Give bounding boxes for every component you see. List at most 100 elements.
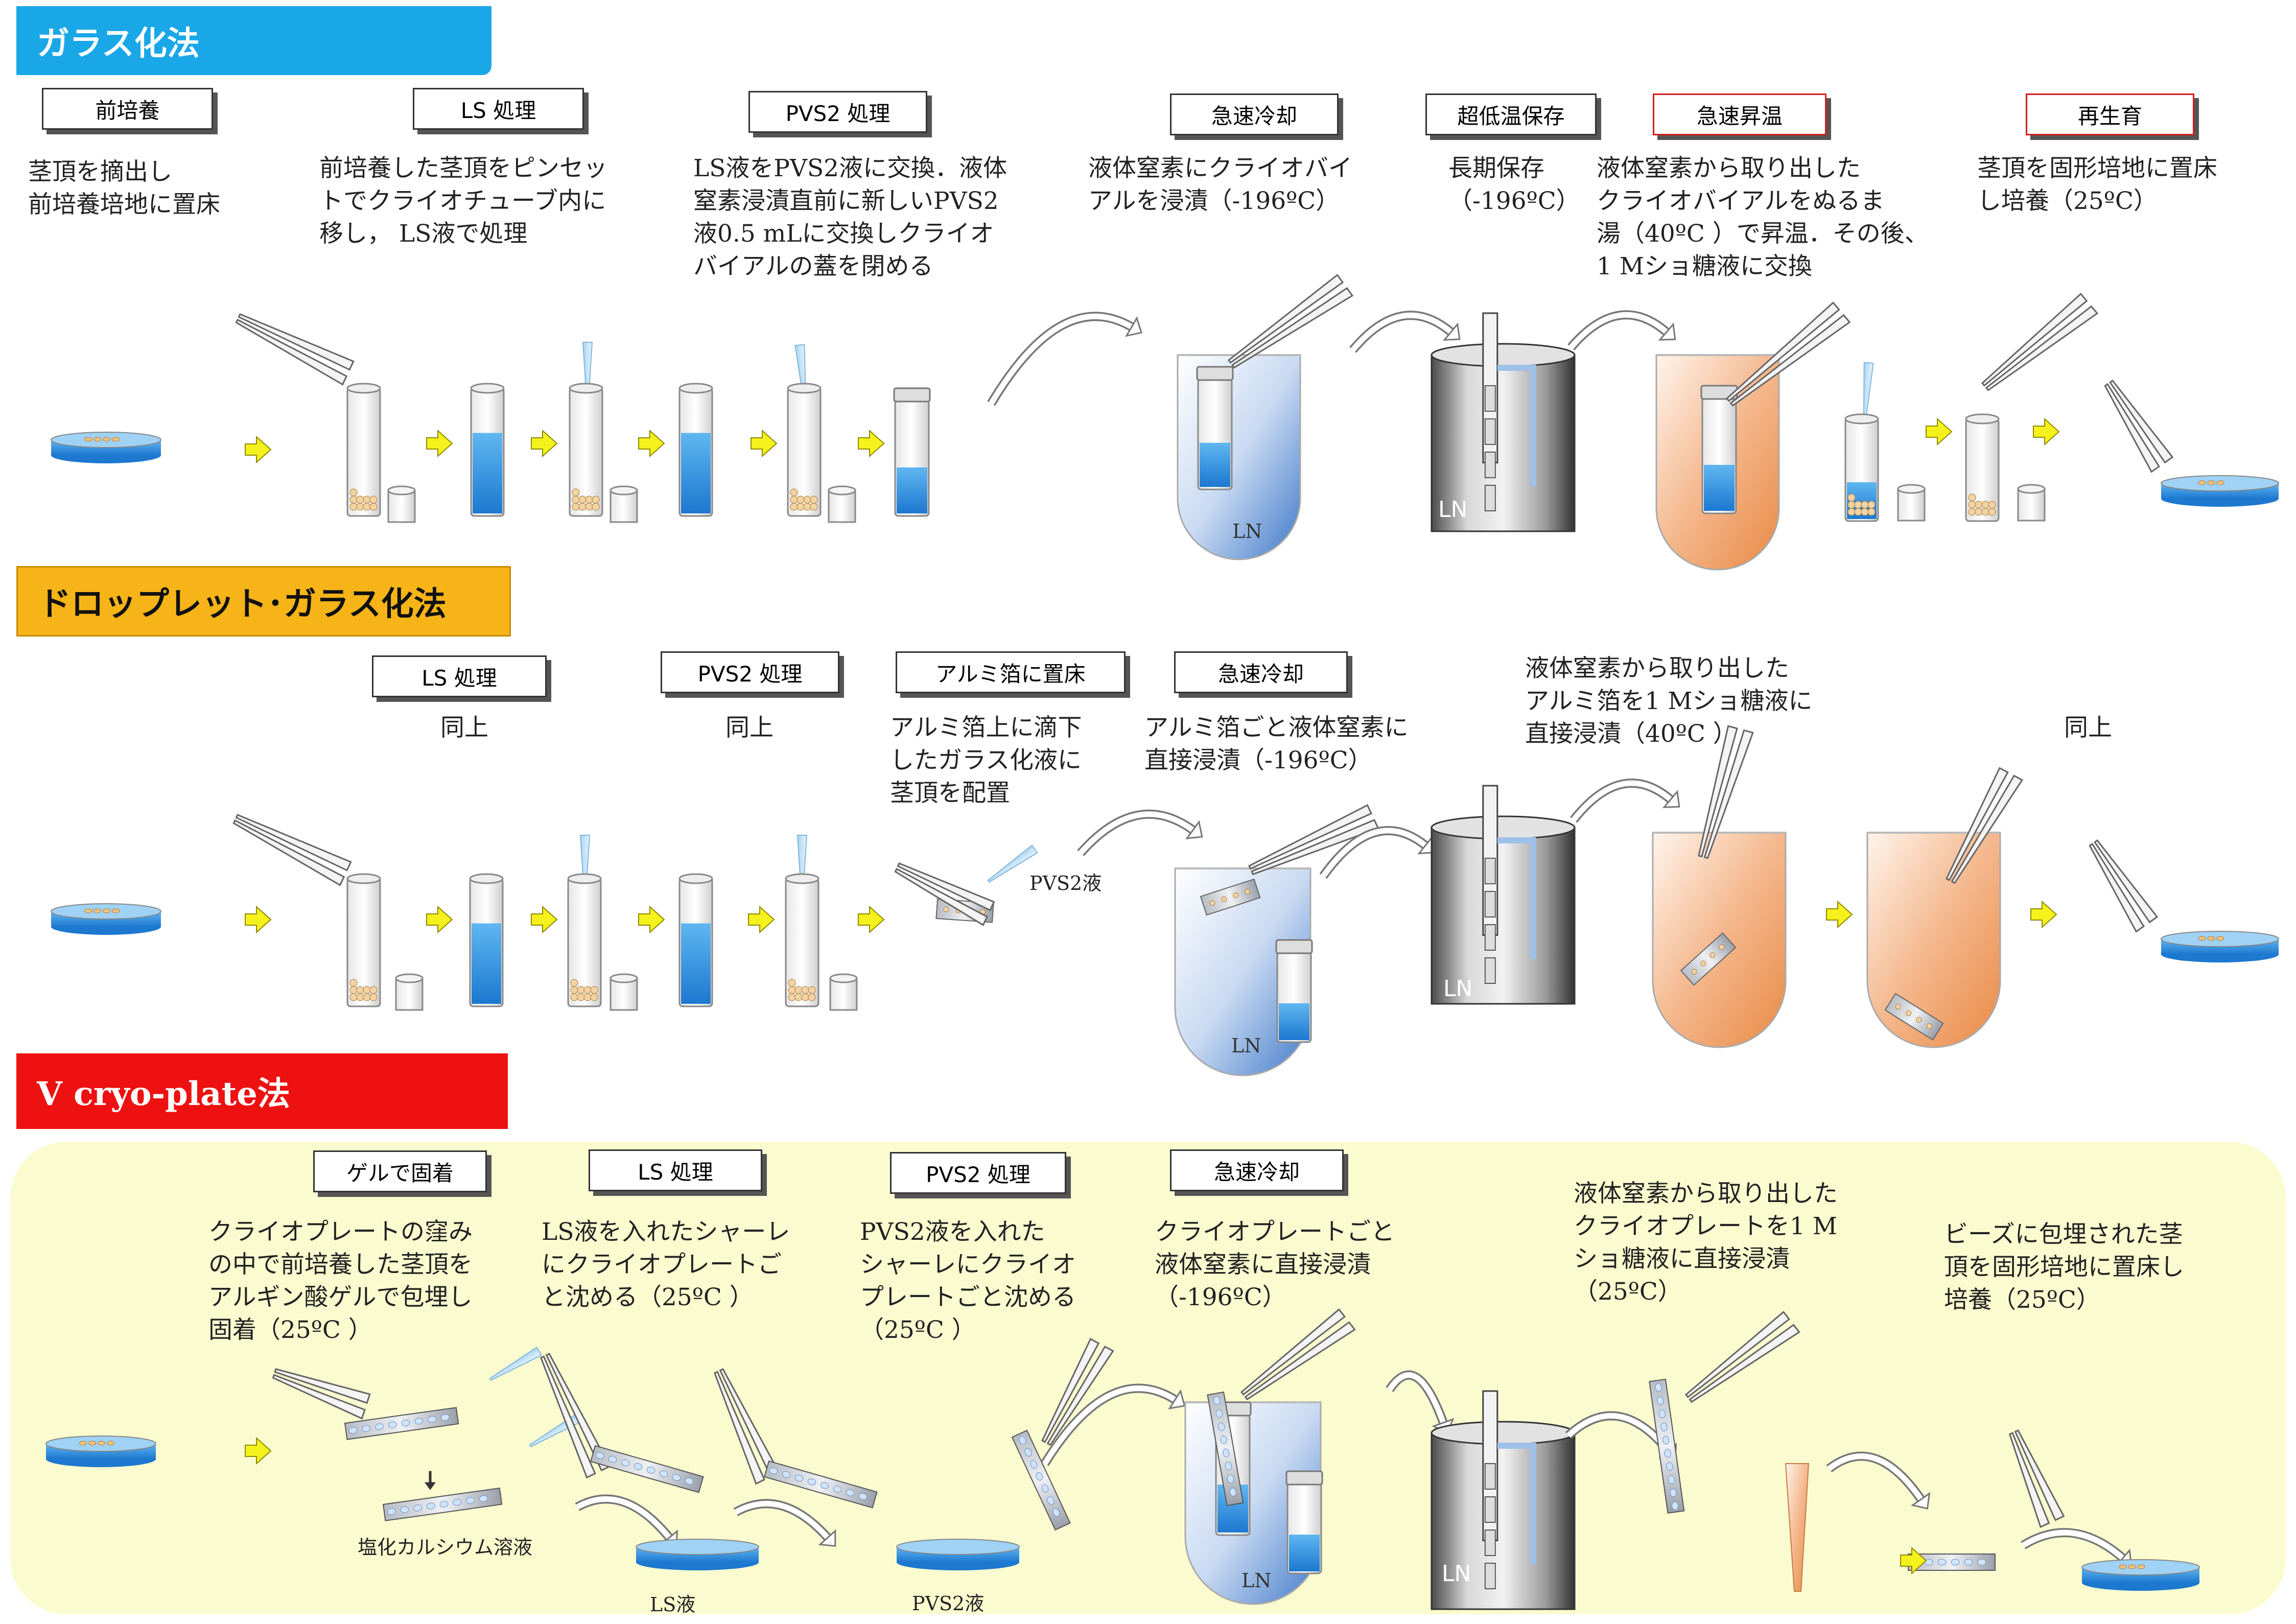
label-text: 前培養 [95, 98, 160, 123]
cryo-plate-icon [382, 1487, 503, 1521]
pipette-icon [489, 1346, 543, 1381]
shoot-tip [801, 986, 809, 994]
arrow-shape [2030, 900, 2057, 929]
arrow-head [1662, 790, 1680, 808]
desc-droplet-cooling: アルミ箔ごと液体窒素に 直接浸漬（-196ºC） [1144, 714, 1409, 774]
cryo-tube-icon [470, 383, 505, 517]
tank-label-vitrification: LN [1438, 497, 1468, 523]
desc-vcryo-pvs2: PVS2液を入れた シャーレにクライオ プレートごと沈める （25ºC ） [860, 1218, 1076, 1344]
arrow-body [1042, 1385, 1177, 1465]
tweezers-icon [1041, 1337, 1114, 1446]
arrow-shape [426, 429, 453, 458]
label-droplet-ls: LS 処理 [372, 655, 547, 697]
tube-cap-icon [395, 973, 424, 1011]
shoot-tip [583, 986, 592, 994]
cap-body [395, 977, 424, 1011]
plate-body [1649, 1378, 1685, 1514]
curved-arrow-icon [1319, 826, 1435, 879]
plate-well [646, 1467, 655, 1474]
tweezers-icon [1227, 274, 1354, 369]
cryo-vial-icon [1285, 1470, 1323, 1574]
shoot-tip [349, 488, 358, 497]
label-rapid-warming: 急速昇温 [1653, 93, 1826, 135]
arrow-shape [2033, 417, 2060, 446]
plate-well [414, 1418, 424, 1425]
plate-well [440, 1414, 450, 1421]
shoot-tip [1719, 944, 1725, 950]
tube-mouth [569, 383, 603, 394]
cryo-plate-icon [1011, 1429, 1071, 1531]
arrow-head [1910, 1492, 1931, 1510]
shoot-tip [578, 496, 587, 504]
tank-top [1431, 343, 1576, 367]
shoot-tip [84, 908, 92, 913]
tweezers-icon [713, 1368, 780, 1485]
arrow-head [1168, 1389, 1186, 1410]
beaker-icon [1866, 832, 2001, 1048]
shoot-tip [356, 496, 364, 504]
pipette-tip [489, 1346, 543, 1381]
label-text: PVS2 処理 [697, 661, 803, 687]
shoot-tip [590, 986, 598, 994]
tweezers-arm [235, 814, 352, 872]
plate-well [634, 1463, 643, 1470]
arrow-shape [1826, 900, 1853, 929]
down-arrow-icon [425, 1471, 436, 1490]
plate-well [479, 1495, 488, 1502]
plate-well [1666, 1462, 1673, 1471]
arrow-body [1387, 1372, 1446, 1424]
plate-well [375, 1423, 384, 1430]
cap-top [395, 973, 424, 983]
shoot-tip [112, 908, 120, 913]
shoot-tip [363, 503, 371, 511]
label-droplet-pvs2: PVS2 処理 [661, 651, 839, 693]
tube-mouth [678, 383, 713, 394]
tank-cane [1497, 365, 1536, 487]
tube-liquid [472, 923, 501, 1004]
shoot-tip [2198, 480, 2206, 485]
shoot-tip [369, 496, 378, 504]
desc-vcryo-ls: LS液を入れたシャーレ にクライオプレートご と沈める（25ºC ） [542, 1218, 790, 1311]
shoot-tip [583, 993, 592, 1001]
flow-arrow-icon [2030, 900, 2057, 929]
shoot-tip [112, 437, 120, 442]
desc-droplet-pvs2: 同上 [725, 714, 774, 742]
beaker-body [1866, 832, 2001, 1048]
arrow-head [1658, 322, 1676, 341]
tweezers-arm [1240, 1308, 1346, 1396]
dish-top [636, 1539, 759, 1555]
cryo-plate-icon [344, 1407, 459, 1440]
tweezers-arm [1698, 725, 1738, 858]
tube-mouth [1844, 413, 1879, 425]
cap-body [610, 977, 638, 1011]
curved-arrow-icon [1826, 1451, 1931, 1510]
petri-dish-icon [51, 903, 161, 935]
shoot-tip [585, 496, 593, 504]
cap-body [387, 489, 416, 523]
label-ultra-low-storage: 超低温保存 [1425, 93, 1597, 135]
shoot-tip [93, 908, 101, 913]
tube-mouth [787, 383, 822, 394]
arrow-outline [987, 312, 1134, 406]
shoot-tip [1244, 888, 1250, 895]
label-rapid-cooling: 急速冷却 [1170, 93, 1339, 135]
shoot-tip [2216, 480, 2224, 485]
curved-arrow-icon [1567, 310, 1676, 350]
desc-regrowth: 茎頂を固形培地に置床 し培養（25ºC） [1977, 154, 2217, 215]
flow-arrow-icon [426, 429, 453, 458]
desc-droplet-warming: 液体窒素から取り出した アルミ箔を1 Mショ糖液に 直接浸漬（40ºC ） [1525, 654, 1813, 748]
plate-well [1220, 1435, 1227, 1444]
cryo-vial-icon [1196, 366, 1234, 490]
tube-cap-icon [1897, 484, 1926, 522]
cap-body [2017, 488, 2046, 522]
cryo-vial-icon [893, 387, 931, 517]
cryo-tube-icon [678, 873, 713, 1007]
tweezers-icon [235, 313, 355, 386]
shoot-tip [578, 503, 587, 511]
shoot-tip [1700, 960, 1706, 967]
plate-well [439, 1500, 449, 1508]
shoot-tip [107, 1441, 114, 1446]
plate-well [621, 1459, 630, 1467]
shoot-tip [2216, 936, 2224, 941]
arrow-body [576, 1496, 672, 1540]
